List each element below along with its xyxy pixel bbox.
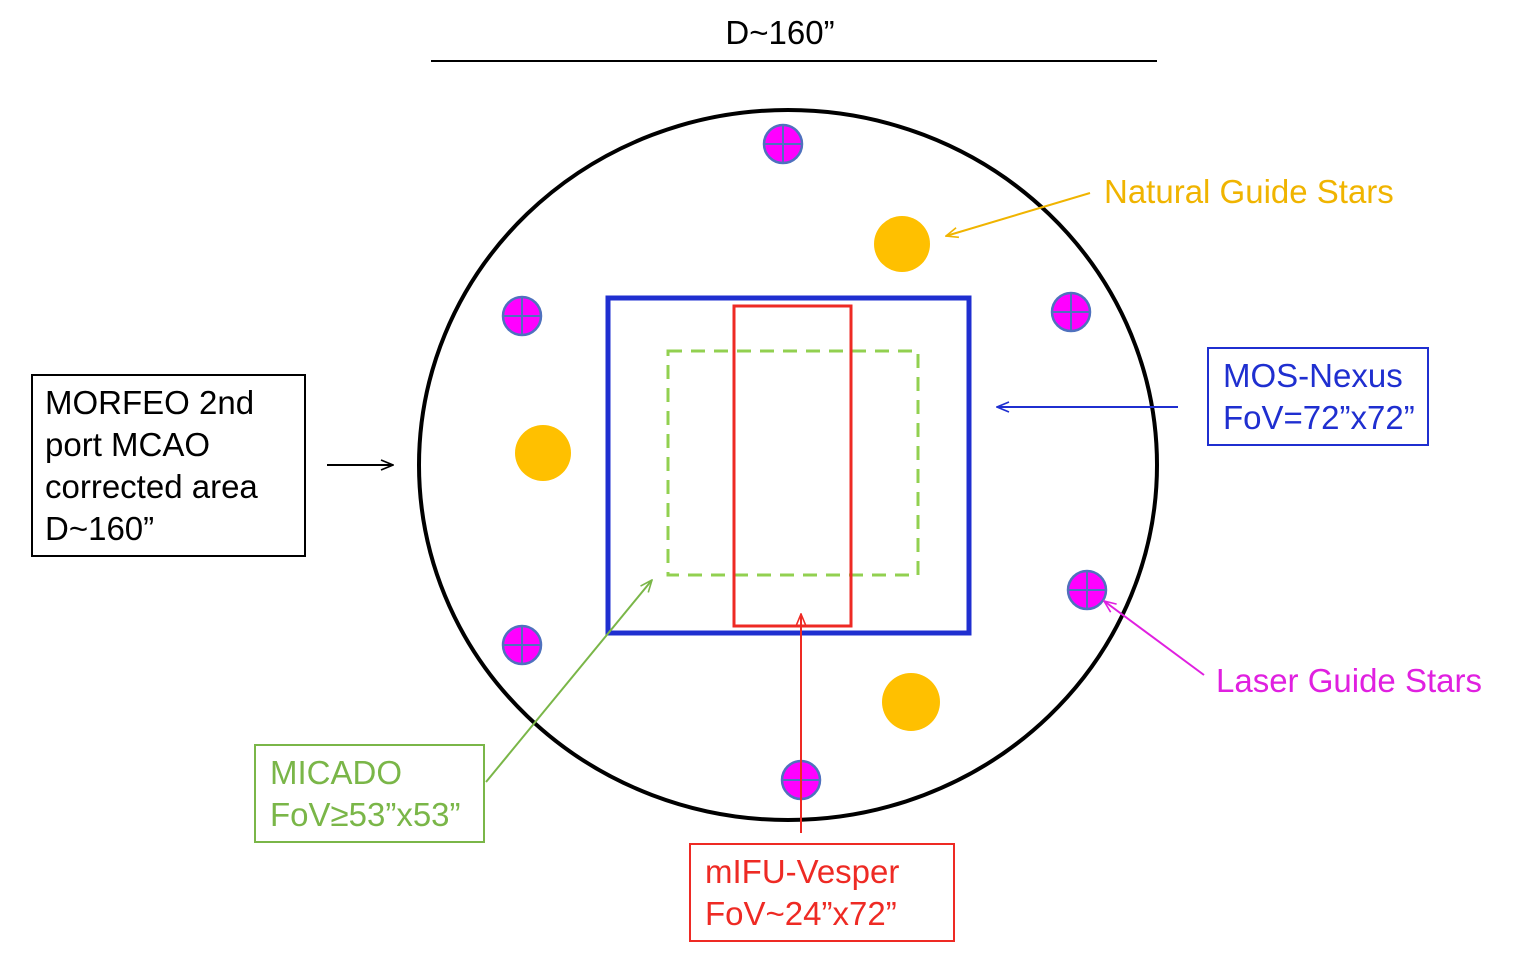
mos-nexus-label-line-1: MOS-Nexus — [1223, 357, 1403, 394]
morfeo-label-box: MORFEO 2nd port MCAO corrected area D~16… — [31, 374, 306, 557]
arrow-to-laser-guide-star — [1104, 601, 1205, 676]
mos-nexus-label-line-2: FoV=72”x72” — [1223, 399, 1415, 436]
laser-guide-star — [762, 123, 804, 165]
mos-nexus-label-box: MOS-Nexus FoV=72”x72” — [1207, 347, 1429, 446]
laser-guide-star — [501, 295, 543, 337]
laser-guide-stars-label: Laser Guide Stars — [1216, 662, 1482, 699]
natural-guide-star — [874, 216, 930, 272]
mifu-vesper-label-line-2: FoV~24”x72” — [705, 895, 897, 932]
diameter-title: D~160” — [725, 14, 834, 51]
laser-guide-star — [501, 624, 543, 666]
morfeo-label-line-3: corrected area — [45, 468, 258, 505]
mcao-field-circle — [417, 108, 1159, 822]
morfeo-label-line-4: D~160” — [45, 510, 155, 547]
micado-label-line-2: FoV≥53”x53” — [270, 796, 461, 833]
mos-nexus-field — [605, 295, 972, 636]
natural-guide-stars-label: Natural Guide Stars — [1104, 173, 1394, 210]
laser-guide-star — [1050, 291, 1092, 333]
arrow-to-micado-field — [485, 580, 652, 783]
natural-guide-star — [515, 425, 571, 481]
natural-guide-star — [882, 673, 940, 731]
arrow-to-natural-guide-star — [946, 192, 1091, 236]
morfeo-label-line-2: port MCAO — [45, 426, 211, 463]
micado-label-line-1: MICADO — [270, 754, 402, 791]
micado-field — [666, 349, 920, 577]
mifu-vesper-label-box: mIFU-Vesper FoV~24”x72” — [689, 843, 955, 942]
micado-label-box: MICADO FoV≥53”x53” — [254, 744, 485, 843]
laser-guide-star — [1066, 569, 1108, 611]
morfeo-label-line-1: MORFEO 2nd — [45, 384, 255, 421]
mifu-vesper-field — [732, 304, 853, 628]
mifu-vesper-label-line-1: mIFU-Vesper — [705, 853, 900, 890]
